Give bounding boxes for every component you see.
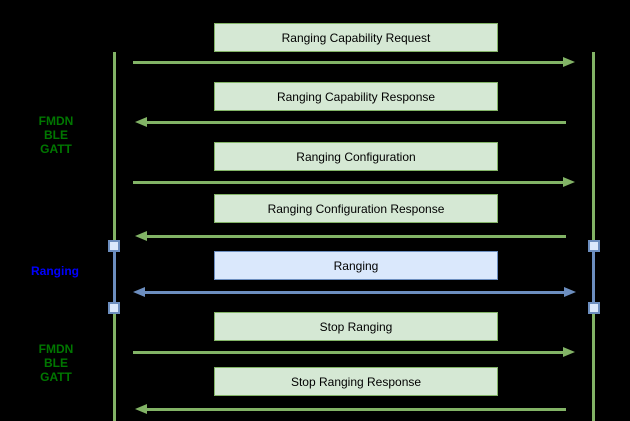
message-arrow-right	[133, 177, 575, 187]
lifeline-endpoint-marker	[108, 240, 120, 252]
arrowhead-left-icon	[135, 117, 147, 127]
message-box-stop-ranging: Stop Ranging	[214, 312, 498, 341]
arrow-shaft	[133, 350, 564, 354]
lifeline-right	[592, 52, 595, 421]
message-arrow-bidirectional	[133, 287, 576, 297]
arrow-shaft	[146, 120, 566, 124]
message-box-ranging-capability-response: Ranging Capability Response	[214, 82, 498, 111]
lifeline-endpoint-marker	[588, 240, 600, 252]
message-arrow-left	[135, 404, 566, 414]
arrowhead-right-icon	[563, 177, 575, 187]
arrow-shaft	[146, 407, 566, 411]
lifeline-endpoint-marker	[588, 302, 600, 314]
arrowhead-right-icon	[564, 287, 576, 297]
arrowhead-right-icon	[563, 347, 575, 357]
arrowhead-left-icon	[135, 404, 147, 414]
message-arrow-left	[135, 231, 566, 241]
side-label-fmdn-ble-gatt-top: FMDN BLE GATT	[38, 114, 74, 156]
ranging-session-segment-right	[592, 246, 595, 308]
arrowhead-left-icon	[133, 287, 145, 297]
message-arrow-right	[133, 347, 575, 357]
side-label-ranging: Ranging	[31, 264, 79, 278]
arrow-shaft	[133, 180, 564, 184]
arrow-shaft	[146, 234, 566, 238]
arrow-shaft	[133, 60, 564, 64]
lifeline-left	[113, 52, 116, 421]
arrow-shaft	[144, 290, 565, 294]
message-box-stop-ranging-response: Stop Ranging Response	[214, 367, 498, 396]
arrowhead-right-icon	[563, 57, 575, 67]
lifeline-endpoint-marker	[108, 302, 120, 314]
message-box-ranging-configuration-response: Ranging Configuration Response	[214, 194, 498, 223]
arrowhead-left-icon	[135, 231, 147, 241]
message-arrow-right	[133, 57, 575, 67]
message-arrow-left	[135, 117, 566, 127]
ranging-session-segment-left	[113, 246, 116, 308]
message-box-ranging-capability-request: Ranging Capability Request	[214, 23, 498, 52]
message-box-ranging: Ranging	[214, 251, 498, 280]
message-box-ranging-configuration: Ranging Configuration	[214, 142, 498, 171]
side-label-fmdn-ble-gatt-bottom: FMDN BLE GATT	[38, 342, 74, 384]
